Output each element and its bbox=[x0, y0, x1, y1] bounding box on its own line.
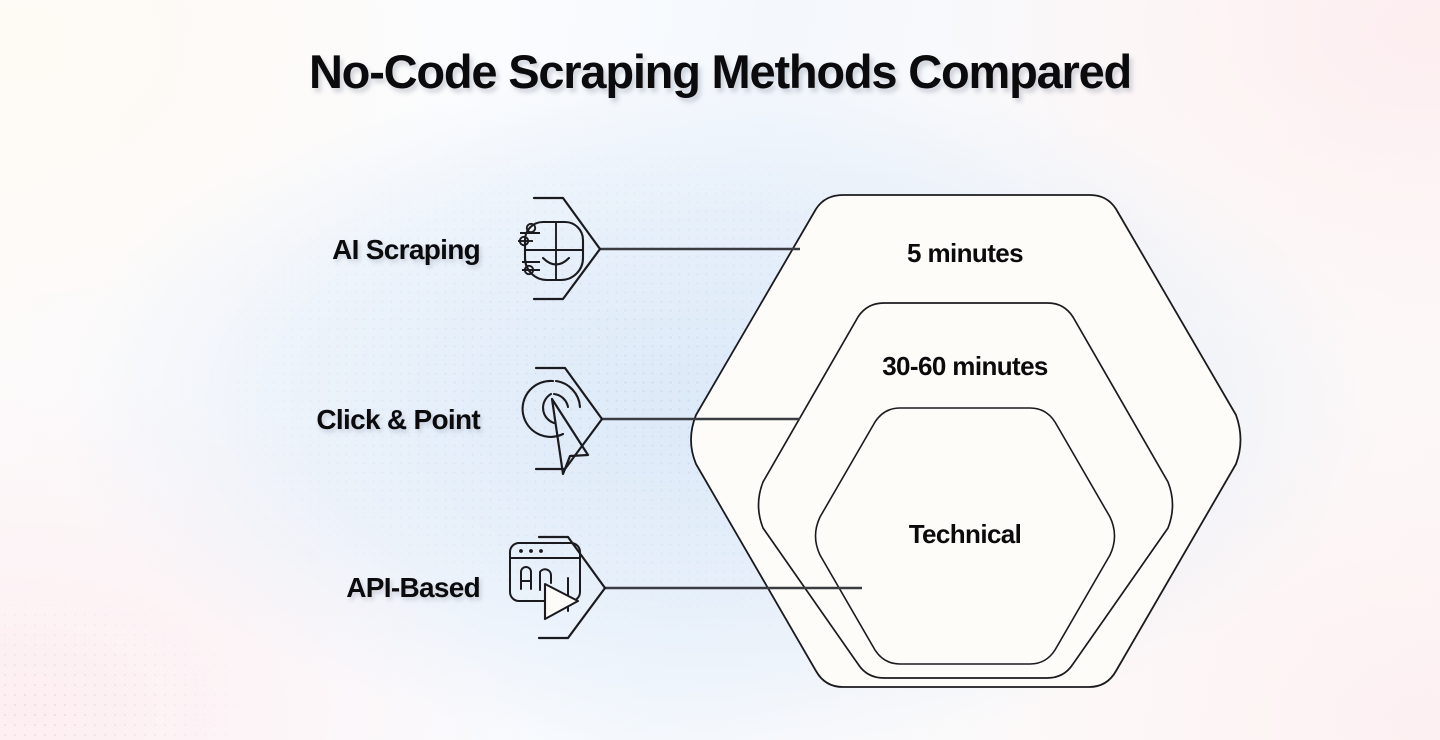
method-label-text: Click & Point bbox=[316, 404, 480, 435]
method-label-ai-scraping: AI Scraping bbox=[60, 230, 481, 270]
chevron-click-point bbox=[534, 366, 604, 471]
page-title: No-Code Scraping Methods Compared bbox=[308, 45, 1132, 98]
chevron-api-based bbox=[537, 535, 607, 640]
method-label-api-based: API-Based bbox=[60, 568, 480, 608]
cursor-click-icon bbox=[521, 379, 590, 476]
hexagon-middle-label: 30-60 minutes bbox=[882, 351, 1048, 381]
method-label-click-point: Click & Point bbox=[60, 400, 480, 440]
chevron-ai-scraping bbox=[532, 196, 602, 301]
method-label-text: AI Scraping bbox=[332, 234, 481, 265]
method-label-text: API-Based bbox=[346, 572, 480, 603]
connector-lines bbox=[600, 247, 862, 590]
hexagon-outer-label: 5 minutes bbox=[907, 238, 1023, 268]
browser-api-play-icon bbox=[509, 542, 581, 621]
ai-chip-face-icon bbox=[518, 220, 585, 282]
hexagon-inner bbox=[814, 407, 1116, 665]
hexagon-inner-label: Technical bbox=[909, 519, 1022, 549]
